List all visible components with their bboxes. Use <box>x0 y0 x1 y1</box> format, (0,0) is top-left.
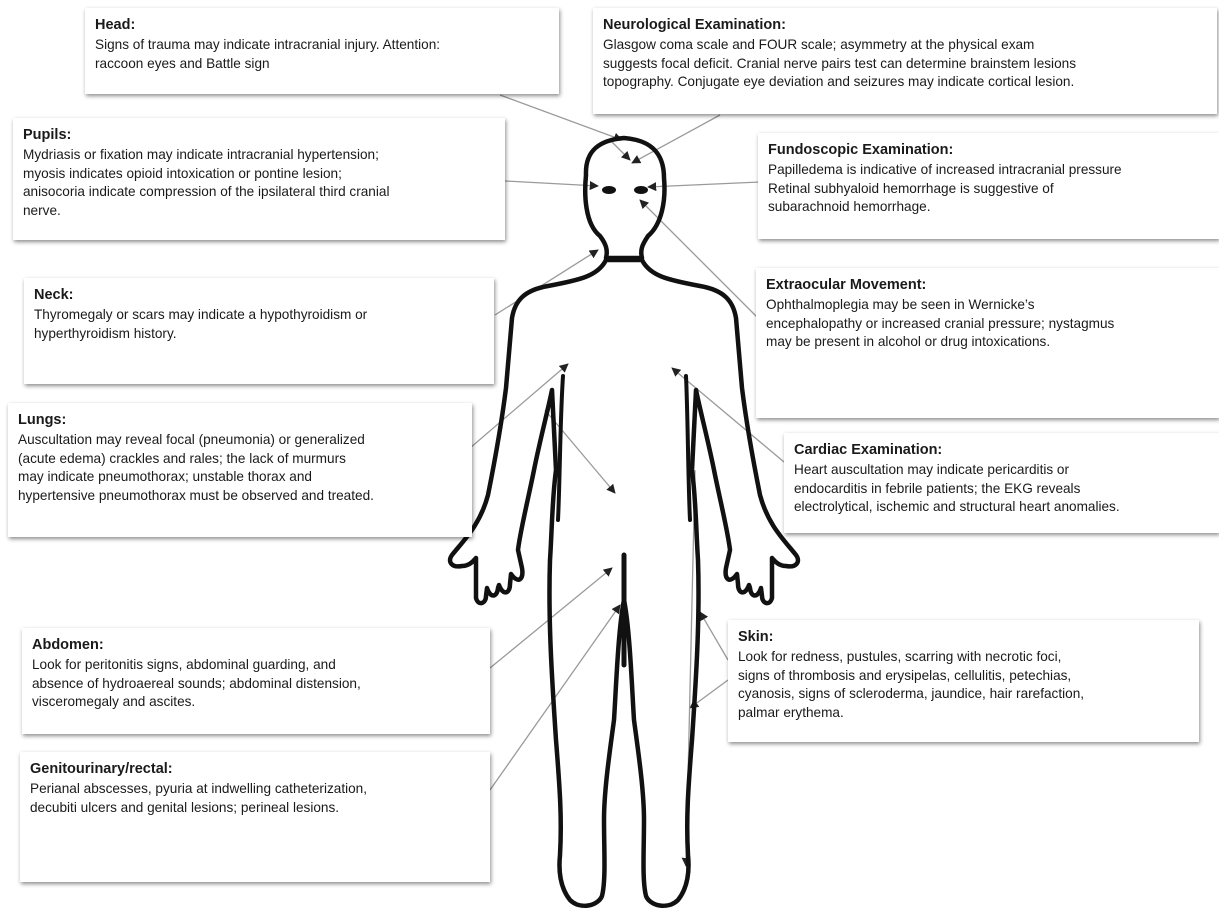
callout-lungs: Lungs: Auscultation may reveal focal (pn… <box>8 403 472 537</box>
callout-neck-text: Thyromegaly or scars may indicate a hypo… <box>34 306 484 343</box>
callout-neurological-text: Glasgow coma scale and FOUR scale; asymm… <box>603 36 1207 92</box>
connector-lines <box>470 95 784 866</box>
left-inner-arm <box>558 376 563 520</box>
connector-neuro <box>632 115 720 163</box>
callout-extraocular-title: Extraocular Movement: <box>766 276 1209 294</box>
callout-head-text: Signs of trauma may indicate intracrania… <box>95 36 549 73</box>
callout-head-title: Head: <box>95 16 549 34</box>
callout-abdomen-text: Look for peritonitis signs, abdominal gu… <box>32 656 480 712</box>
callout-neck: Neck: Thyromegaly or scars may indicate … <box>24 278 494 384</box>
callout-head: Head: Signs of trauma may indicate intra… <box>85 8 559 94</box>
callout-pupils: Pupils: Mydriasis or fixation may indica… <box>13 118 505 240</box>
callout-lungs-text: Auscultation may reveal focal (pneumonia… <box>18 431 462 505</box>
callout-genitourinary-title: Genitourinary/rectal: <box>30 760 480 778</box>
callout-abdomen-title: Abdomen: <box>32 636 480 654</box>
callout-neurological: Neurological Examination: Glasgow coma s… <box>593 8 1217 114</box>
connector-pupils-top <box>610 140 630 160</box>
connector-neck <box>495 250 598 315</box>
callout-extraocular-text: Ophthalmoplegia may be seen in Wernicke’… <box>766 296 1209 352</box>
callout-lungs-title: Lungs: <box>18 411 462 429</box>
callout-neck-title: Neck: <box>34 286 484 304</box>
callout-genitourinary: Genitourinary/rectal: Perianal abscesses… <box>20 752 490 882</box>
head-outline <box>585 138 664 258</box>
callout-skin-text: Look for redness, pustules, scarring wit… <box>738 648 1189 722</box>
callout-cardiac-title: Cardiac Examination: <box>794 441 1209 459</box>
callout-abdomen: Abdomen: Look for peritonitis signs, abd… <box>22 628 490 734</box>
callout-pupils-text: Mydriasis or fixation may indicate intra… <box>23 146 495 220</box>
callout-genitourinary-text: Perianal abscesses, pyuria at indwelling… <box>30 780 480 817</box>
callout-pupils-title: Pupils: <box>23 126 495 144</box>
callout-cardiac-text: Heart auscultation may indicate pericard… <box>794 461 1209 517</box>
connector-skin-upper <box>700 612 728 660</box>
callout-fundoscopic: Fundoscopic Examination: Papilledema is … <box>758 133 1219 239</box>
right-inner-arm <box>686 376 690 520</box>
left-eye <box>602 186 616 194</box>
callout-neurological-title: Neurological Examination: <box>603 16 1207 34</box>
callout-skin-title: Skin: <box>738 628 1189 646</box>
eyes <box>602 186 648 194</box>
callout-extraocular: Extraocular Movement: Ophthalmoplegia ma… <box>756 268 1219 418</box>
right-eye <box>634 186 648 194</box>
callout-fundoscopic-text: Papilledema is indicative of increased i… <box>768 161 1209 217</box>
body-outline <box>450 138 798 906</box>
callout-fundoscopic-title: Fundoscopic Examination: <box>768 141 1209 159</box>
callout-cardiac: Cardiac Examination: Heart auscultation … <box>784 433 1219 533</box>
callout-skin: Skin: Look for redness, pustules, scarri… <box>728 620 1199 742</box>
